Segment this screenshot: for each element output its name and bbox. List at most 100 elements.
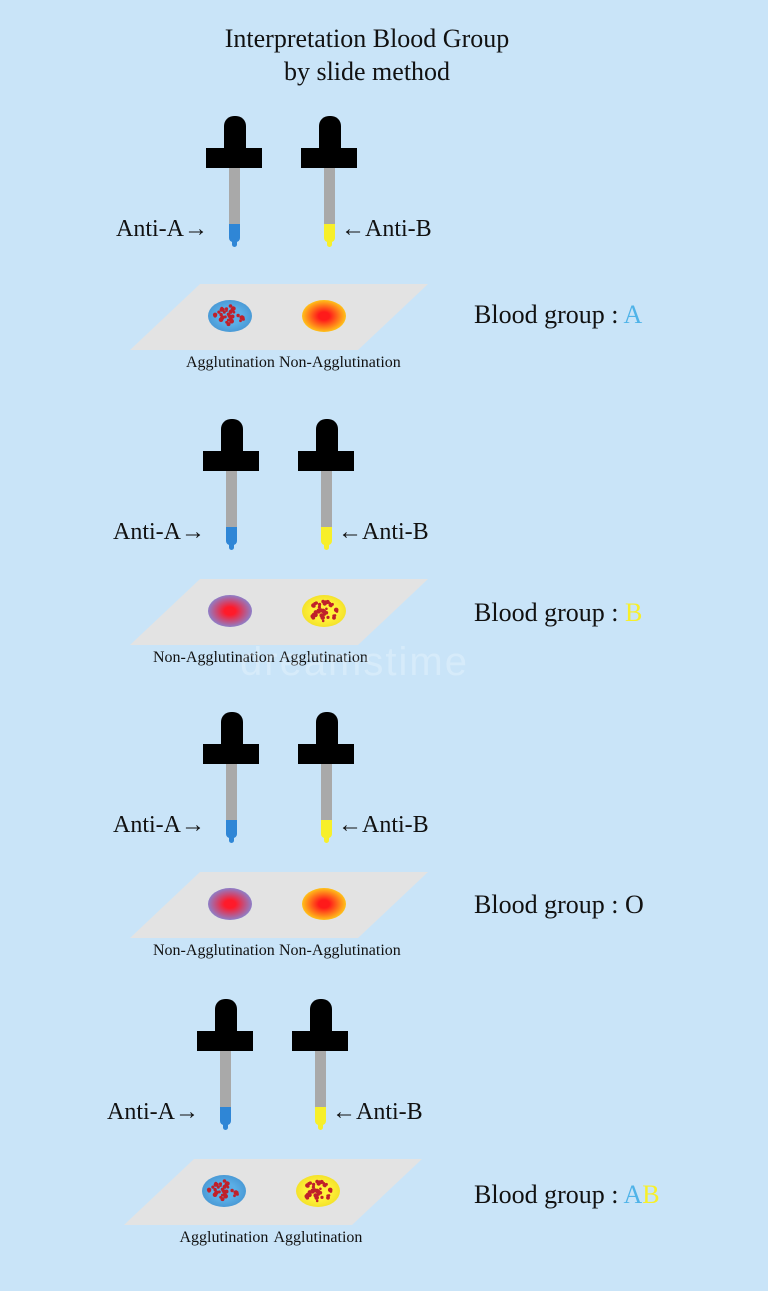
dropper-bulb: [221, 712, 243, 748]
red-cell-clump: [326, 615, 330, 619]
red-cell-clump: [332, 615, 336, 620]
dropper-bulb: [221, 419, 243, 455]
red-cell-clump: [220, 315, 225, 320]
anti-b-result-label: Agglutination: [279, 649, 368, 666]
anti-a-label: Anti-A: [113, 812, 181, 838]
anti-b-label-group: ←Anti-B: [338, 812, 429, 839]
anti-b-dropper: [301, 116, 359, 256]
dropper-bulb: [215, 999, 237, 1035]
anti-a-label-group: Anti-A→: [107, 1099, 199, 1126]
blood-group-result: Blood group : O: [474, 890, 644, 920]
left-arrow-icon: ←: [338, 519, 362, 545]
blood-group-letter-1: A: [623, 1180, 643, 1209]
dropper-collar: [298, 451, 354, 471]
right-arrow-icon: →: [181, 812, 205, 838]
dropper-point: [324, 836, 329, 843]
red-cell-clump: [231, 306, 236, 311]
dropper-collar: [292, 1031, 348, 1051]
anti-b-sample-spot: [301, 299, 347, 333]
red-cell-clump: [225, 1181, 230, 1186]
anti-b-dropper: [292, 999, 350, 1139]
anti-b-label: Anti-B: [365, 216, 432, 242]
dropper-point: [318, 1123, 323, 1130]
red-cell-clump: [323, 1184, 327, 1188]
anti-a-sample-spot: [207, 887, 253, 921]
red-cell-clump: [211, 1185, 215, 1189]
left-arrow-icon: ←: [332, 1099, 356, 1125]
left-arrow-icon: ←: [338, 812, 362, 838]
blood-group-letter-1: O: [624, 890, 644, 919]
red-cell-clump: [327, 1187, 333, 1193]
spot-fill: [208, 595, 252, 627]
red-cell-clump: [315, 1199, 319, 1203]
diagram-title: Interpretation Blood Group by slide meth…: [0, 22, 734, 88]
red-cell-clump: [322, 601, 327, 606]
red-cell-clump: [227, 318, 230, 322]
title-line-2: by slide method: [283, 57, 451, 86]
anti-b-label: Anti-B: [362, 519, 429, 545]
anti-b-label-group: ←Anti-B: [332, 1099, 423, 1126]
red-cell-clump: [320, 615, 325, 620]
anti-b-result-label: Agglutination: [273, 1229, 363, 1246]
anti-a-result-label: Non-Agglutination: [153, 649, 275, 666]
dropper-collar: [301, 148, 357, 168]
anti-a-dropper: [203, 419, 261, 559]
red-cell-clump: [212, 312, 218, 317]
red-cell-clump: [214, 1190, 219, 1195]
dropper-collar: [203, 744, 259, 764]
dropper-reagent-tip: [321, 527, 332, 545]
red-cell-clump: [320, 1195, 324, 1199]
red-cell-clump: [233, 1194, 236, 1198]
red-cell-clump: [239, 319, 242, 323]
anti-a-dropper: [203, 712, 261, 852]
red-cell-clump: [329, 604, 333, 608]
spot-fill: [302, 888, 346, 920]
glass-slide: [130, 282, 430, 352]
red-cell-clump: [311, 603, 316, 608]
red-cell-clump: [312, 1182, 316, 1186]
dropper-point: [223, 1123, 228, 1130]
red-cell-clump: [316, 608, 321, 613]
red-cell-clump: [327, 1194, 331, 1197]
anti-b-sample-spot: [301, 594, 347, 628]
slide-surface: [130, 579, 428, 645]
slide-surface: [124, 1159, 422, 1225]
red-cell-clump: [310, 614, 315, 619]
blood-group-prefix: Blood group :: [474, 1180, 624, 1209]
red-cell-clump: [217, 310, 221, 314]
red-cell-clump: [333, 607, 339, 613]
red-cell-clump: [326, 1195, 330, 1200]
red-cell-clump: [328, 602, 332, 605]
dropper-reagent-tip: [226, 820, 237, 838]
red-cell-clump: [222, 1184, 227, 1189]
red-cell-clump: [317, 605, 321, 609]
blood-group-letter-1: A: [623, 300, 643, 329]
blood-group-result: Blood group : B: [474, 598, 642, 628]
left-arrow-icon: ←: [341, 216, 365, 242]
red-cell-clump: [314, 1188, 320, 1194]
anti-a-result-label: Agglutination: [179, 1229, 269, 1246]
glass-slide: [124, 1157, 424, 1227]
dropper-reagent-tip: [220, 1107, 231, 1125]
red-cell-clump: [228, 309, 233, 314]
anti-a-label: Anti-A: [113, 519, 181, 545]
dropper-tube: [229, 168, 240, 226]
red-cell-clump: [304, 1194, 309, 1199]
anti-a-result-label: Agglutination: [186, 354, 275, 371]
red-cell-clump: [310, 1188, 315, 1193]
anti-b-label: Anti-B: [356, 1099, 423, 1125]
anti-a-label: Anti-A: [107, 1099, 175, 1125]
red-cell-clump: [236, 313, 240, 318]
spot-fill: [302, 300, 346, 332]
dropper-collar: [203, 451, 259, 471]
red-cell-clump: [333, 614, 337, 617]
red-cell-clump: [224, 1189, 229, 1194]
anti-b-label: Anti-B: [362, 812, 429, 838]
dropper-reagent-tip: [229, 224, 240, 242]
dropper-tube: [226, 471, 237, 529]
anti-b-sample-spot: [301, 887, 347, 921]
red-cell-clump: [308, 1181, 312, 1185]
dropper-point: [229, 543, 234, 550]
dropper-tube: [321, 471, 332, 529]
